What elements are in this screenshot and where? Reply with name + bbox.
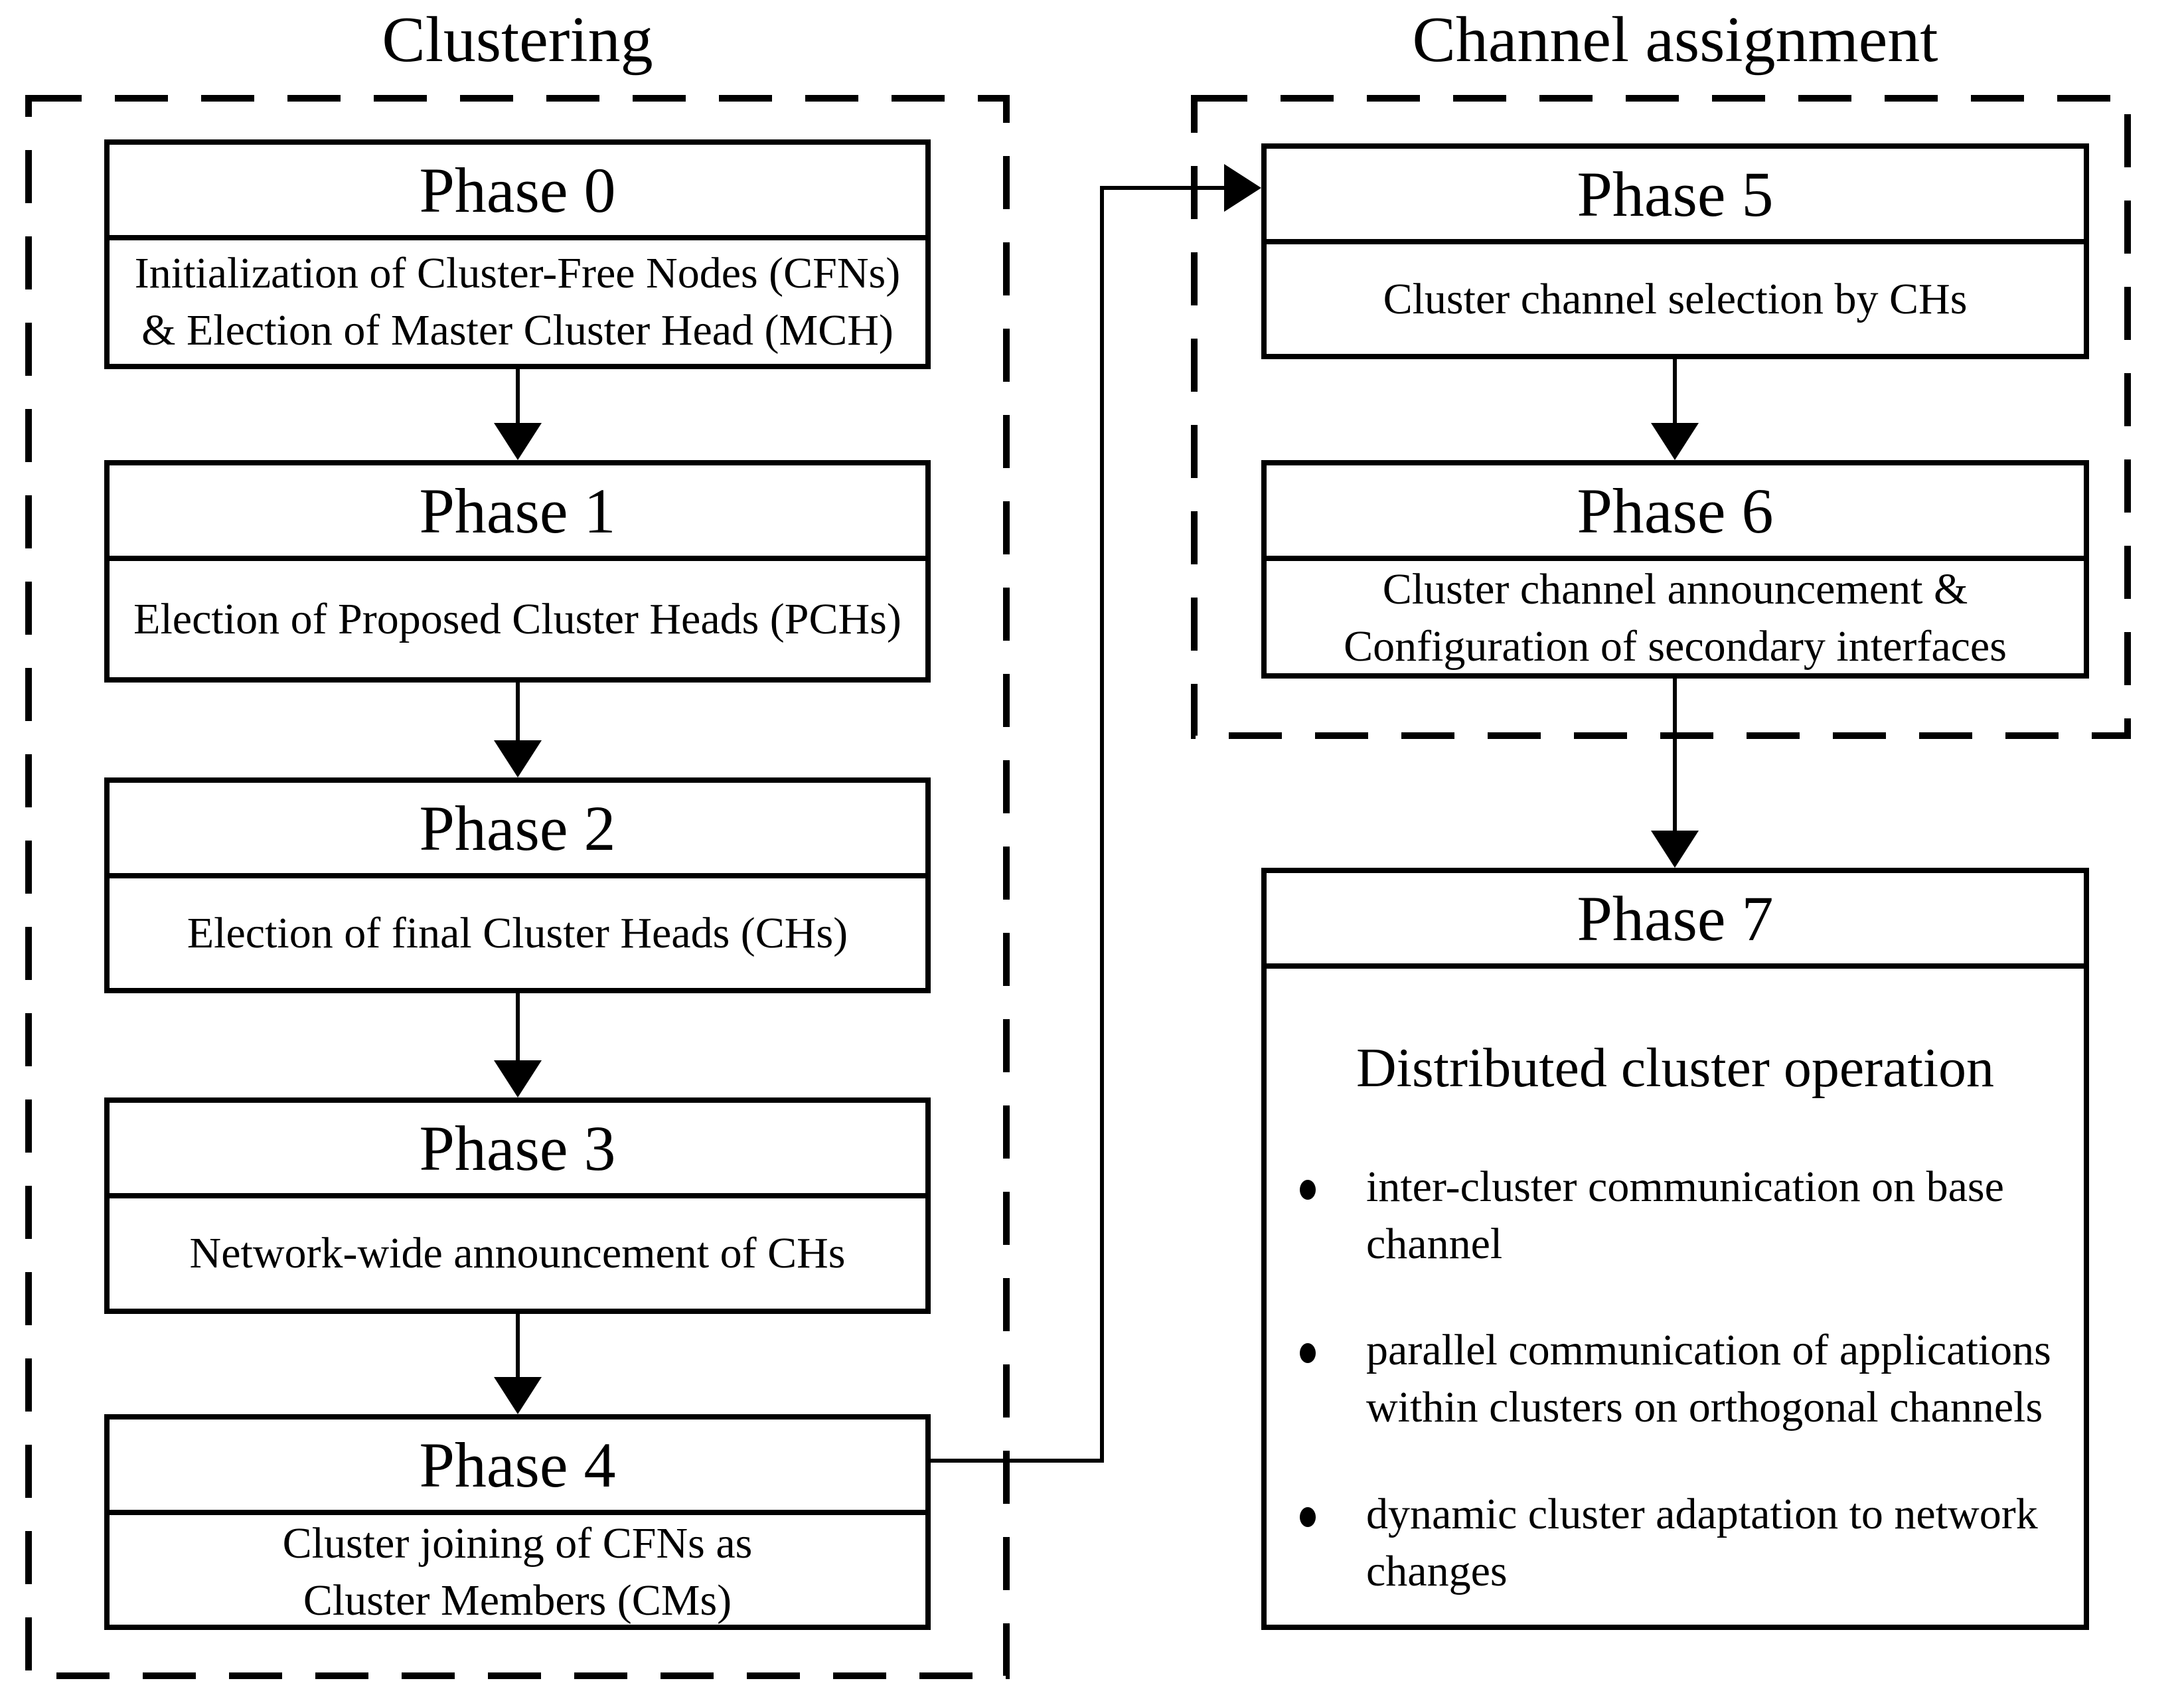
phase5-title: Phase 5 xyxy=(1267,149,2084,244)
phase1-title: Phase 1 xyxy=(110,465,925,561)
phase5-box: Phase 5 Cluster channel selection by CHs xyxy=(1261,143,2089,359)
phase4-title: Phase 4 xyxy=(110,1419,925,1515)
phase6-box: Phase 6 Cluster channel announcement & C… xyxy=(1261,460,2089,679)
phase0-body-line: Initialization of Cluster-Free Nodes (CF… xyxy=(134,249,901,298)
phase7-body: Distributed cluster operation inter-clus… xyxy=(1267,969,2084,1650)
arrowhead-phase1-phase2 xyxy=(494,740,542,777)
bullet-item: inter-cluster communication on base chan… xyxy=(1300,1159,2084,1273)
phase6-body-line: Cluster channel announcement & xyxy=(1382,565,1968,613)
phase6-body-line: Configuration of secondary interfaces xyxy=(1344,621,2007,671)
phase3-body-line: Network-wide announcement of CHs xyxy=(189,1229,846,1278)
arrowhead-phase3-phase4 xyxy=(494,1377,542,1414)
phase7-box: Phase 7 Distributed cluster operation in… xyxy=(1261,868,2089,1630)
phase6-body: Cluster channel announcement & Configura… xyxy=(1267,561,2084,675)
bullet-dot-icon xyxy=(1300,1506,1316,1527)
phase3-title: Phase 3 xyxy=(110,1103,925,1198)
bullet-text: dynamic cluster adaptation to network ch… xyxy=(1366,1489,2038,1595)
phase7-heading: Distributed cluster operation xyxy=(1356,1037,1995,1099)
phase6-title: Phase 6 xyxy=(1267,465,2084,561)
phase2-title: Phase 2 xyxy=(110,783,925,878)
arrowhead-phase4-phase5 xyxy=(1224,164,1261,212)
arrowhead-phase0-phase1 xyxy=(494,423,542,460)
phase2-body: Election of final Cluster Heads (CHs) xyxy=(110,878,925,988)
phase0-body: Initialization of Cluster-Free Nodes (CF… xyxy=(110,240,925,364)
channel-assignment-group-title: Channel assignment xyxy=(1412,4,1938,76)
bullet-item: dynamic cluster adaptation to network ch… xyxy=(1300,1486,2084,1600)
bullet-dot-icon xyxy=(1300,1343,1316,1364)
bullet-item: parallel communication of applications w… xyxy=(1300,1322,2084,1436)
phase4-body: Cluster joining of CFNs as Cluster Membe… xyxy=(110,1515,925,1629)
phase0-body-line: & Election of Master Cluster Head (MCH) xyxy=(141,306,894,355)
clustering-group-title: Clustering xyxy=(382,4,653,76)
bullet-text: parallel communication of applications w… xyxy=(1366,1326,2051,1432)
phase4-body-line: Cluster joining of CFNs as xyxy=(282,1519,753,1568)
phase4-box: Phase 4 Cluster joining of CFNs as Clust… xyxy=(104,1414,931,1630)
phase1-body: Election of Proposed Cluster Heads (PCHs… xyxy=(110,561,925,677)
phase5-body: Cluster channel selection by CHs xyxy=(1267,244,2084,354)
phase4-body-line: Cluster Members (CMs) xyxy=(303,1576,732,1625)
phase7-bullet-list: inter-cluster communication on base chan… xyxy=(1267,1159,2084,1600)
phase2-box: Phase 2 Election of final Cluster Heads … xyxy=(104,777,931,993)
phase3-body: Network-wide announcement of CHs xyxy=(110,1198,925,1309)
arrowhead-phase6-phase7 xyxy=(1651,831,1699,868)
arrowhead-phase2-phase3 xyxy=(494,1060,542,1097)
arrowhead-phase5-phase6 xyxy=(1651,423,1699,460)
bullet-text: inter-cluster communication on base chan… xyxy=(1366,1162,2004,1268)
phase1-box: Phase 1 Election of Proposed Cluster Hea… xyxy=(104,460,931,683)
channel-assignment-group-border xyxy=(1191,95,2131,739)
phase1-body-line: Election of Proposed Cluster Heads (PCHs… xyxy=(133,594,901,643)
clustering-group-border xyxy=(25,95,1010,1679)
connector-phase4-phase5 xyxy=(931,186,1227,1463)
phase0-title: Phase 0 xyxy=(110,145,925,240)
phase0-box: Phase 0 Initialization of Cluster-Free N… xyxy=(104,139,931,369)
phase2-body-line: Election of final Cluster Heads (CHs) xyxy=(187,908,848,957)
phase5-body-line: Cluster channel selection by CHs xyxy=(1383,274,1968,323)
bullet-dot-icon xyxy=(1300,1179,1316,1200)
phase7-title: Phase 7 xyxy=(1267,873,2084,969)
phase3-box: Phase 3 Network-wide announcement of CHs xyxy=(104,1097,931,1314)
